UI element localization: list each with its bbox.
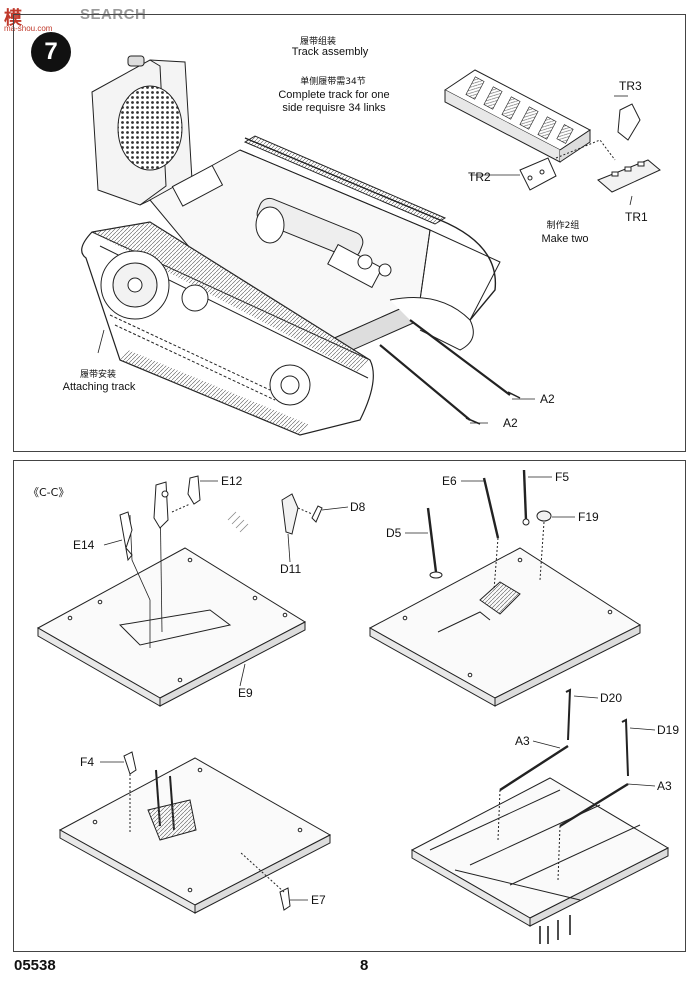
part-d11-drawing [281,493,323,535]
kit-number: 05538 [14,957,56,974]
part-label-d20: D20 [600,691,623,705]
page-number: 8 [360,957,369,974]
part-label-e9: E9 [238,686,253,700]
part-label-e14: E14 [73,538,95,552]
bottom-panel-frame [13,460,686,952]
step-number-badge: 7 [31,32,71,72]
top-panel-frame [13,14,686,452]
part-label-f5: F5 [555,470,570,484]
floor-plate-e9-drawing [36,475,307,707]
track-count-label-en-2: side requisre 34 links [282,102,386,114]
part-label-e7: E7 [311,893,326,907]
part-label-tr3: TR3 [619,79,642,93]
part-label-f19: F19 [578,510,599,524]
part-label-e6: E6 [442,474,457,488]
track-assembly-label-en: Track assembly [291,46,369,58]
watermark-site: ma-shou.com [4,24,53,33]
part-label-tr2: TR2 [468,170,491,184]
part-label-d19: D19 [657,723,680,737]
part-label-a3-right: A3 [657,779,672,793]
part-label-tr1: TR1 [625,210,648,224]
floor-plate-4-drawing [410,688,670,944]
part-label-a3-left: A3 [515,734,530,748]
track-count-label-en-1: Complete track for one [278,89,390,101]
floor-plate-2-drawing [368,469,642,707]
part-label-d11: D11 [280,562,302,576]
track-count-label-cn: 单侧履带需34节 [300,77,366,87]
floor-plate-3-drawing [58,751,332,914]
top-leader-lines [97,95,633,424]
part-label-f4: F4 [80,755,95,769]
part-label-a2-upper: A2 [540,392,555,406]
part-label-d8: D8 [350,500,366,514]
make-two-label-cn: 制作2组 [546,221,580,231]
part-label-a2-lower: A2 [503,416,518,430]
track-links-drawing [444,69,661,193]
attaching-track-label-en: Attaching track [62,381,136,393]
bottom-leader-lines [100,476,656,901]
part-label-d5: D5 [386,526,402,540]
motion-hint-marks [227,511,249,533]
view-label-c-c: 《C-C》 [28,486,70,499]
part-label-e12: E12 [221,474,243,488]
track-assembly-label-cn: 履带组装 [299,37,336,47]
attaching-track-label-cn: 履带安装 [79,370,116,380]
make-two-label-en: Make two [541,233,589,245]
tractor-body-drawing [81,55,521,436]
